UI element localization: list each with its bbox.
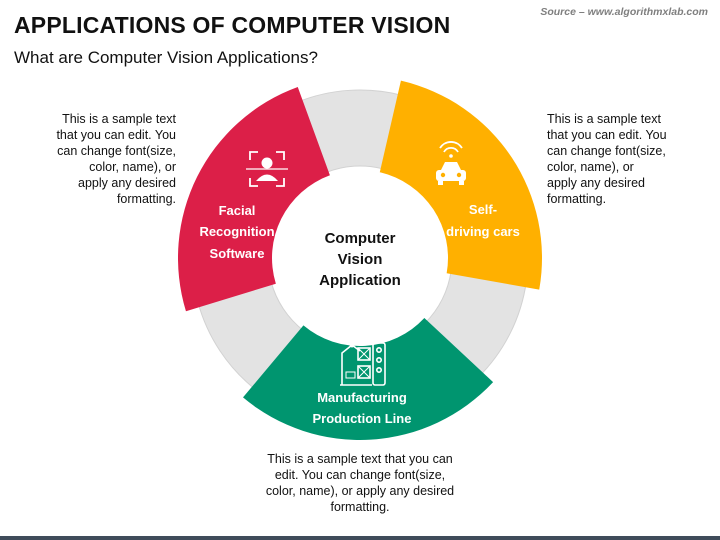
source-credit: Source – www.algorithmxlab.com bbox=[540, 6, 708, 18]
manufacturing-segment bbox=[243, 318, 494, 440]
car-icon bbox=[436, 141, 466, 185]
sample-text-bottom: This is a sample text that you can edit.… bbox=[265, 452, 455, 514]
facial-label-line-1: Facial bbox=[219, 203, 256, 218]
page-subtitle: What are Computer Vision Applications? bbox=[14, 48, 318, 67]
sample-text-left: This is a sample text that you can edit.… bbox=[56, 112, 176, 206]
selfdriving-label-line-2: driving cars bbox=[446, 224, 520, 239]
manufacturing-label-line-2: Production Line bbox=[313, 411, 412, 426]
sample-text-right: This is a sample text that you can edit.… bbox=[547, 112, 667, 206]
robot-arm-icon bbox=[340, 342, 386, 386]
facial-label-line-3: Software bbox=[210, 246, 265, 261]
selfdriving-label-line-1: Self- bbox=[469, 202, 497, 217]
page-title: APPLICATIONS OF COMPUTER VISION bbox=[14, 12, 451, 38]
face-scan-icon bbox=[246, 151, 288, 187]
center-label-line-1: Computer bbox=[325, 230, 396, 247]
center-label-line-2: Vision bbox=[338, 251, 383, 268]
facial-recognition-segment bbox=[178, 86, 330, 312]
facial-label-line-2: Recognition bbox=[199, 224, 274, 239]
segment-group bbox=[178, 80, 542, 440]
manufacturing-label-line-1: Manufacturing bbox=[317, 390, 407, 405]
center-label-line-3: Application bbox=[319, 272, 401, 289]
center-hub bbox=[274, 172, 446, 344]
footer-bar bbox=[0, 536, 720, 540]
self-driving-segment bbox=[379, 80, 542, 290]
